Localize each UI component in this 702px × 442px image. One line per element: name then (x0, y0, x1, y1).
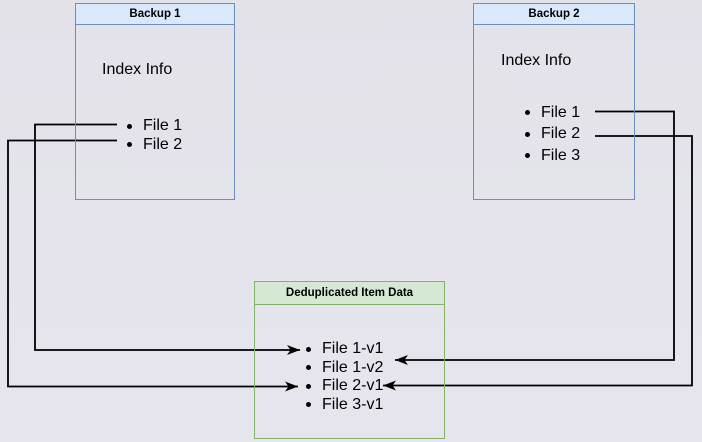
file-label: File 2-v1 (322, 377, 384, 394)
bullet-icon (525, 153, 530, 158)
backup-2-subtitle: Index Info (501, 52, 572, 69)
dedup-file-item: File 1-v2 (306, 358, 383, 377)
dedup-file-item: File 2-v1 (306, 377, 383, 396)
file-label: File 2 (541, 125, 581, 142)
backup-2-title: Backup 2 (474, 4, 634, 25)
backup-1-box: Backup 1 Index Info File 1 File 2 (75, 3, 235, 200)
bullet-icon (127, 142, 132, 147)
dedup-file-item: File 1-v1 (306, 340, 383, 359)
bullet-icon (525, 131, 530, 137)
backup-2-box: Backup 2 Index Info File 1 File 2 File 3 (473, 3, 635, 200)
bullet-icon (127, 123, 132, 129)
file-label: File 3 (541, 146, 581, 164)
backup-1-file-item: File 1 (127, 117, 182, 136)
backup-2-file-item: File 1 (525, 103, 580, 122)
bullet-icon (306, 346, 311, 352)
bullet-icon (306, 383, 311, 389)
backup-1-subtitle: Index Info (102, 61, 173, 78)
dedup-file-item: File 3-v1 (306, 395, 383, 414)
backup-1-file-item: File 2 (127, 135, 182, 154)
file-label: File 1 (541, 103, 581, 121)
file-label: File 3-v1 (322, 395, 384, 413)
bullet-icon (306, 365, 311, 370)
backup-1-title: Backup 1 (76, 4, 234, 25)
file-label: File 1 (143, 117, 183, 134)
backup-2-file-item: File 2 (525, 125, 580, 144)
deduplicated-item-data-box: Deduplicated Item Data File 1-v1 File 1-… (254, 281, 445, 439)
backup-2-file-item: File 3 (525, 146, 580, 165)
bullet-icon (525, 110, 530, 115)
bullet-icon (306, 402, 311, 407)
file-label: File 1-v1 (322, 340, 384, 357)
deduplicated-item-data-title: Deduplicated Item Data (255, 282, 444, 305)
file-label: File 2 (143, 135, 183, 153)
file-label: File 1-v2 (322, 358, 384, 376)
